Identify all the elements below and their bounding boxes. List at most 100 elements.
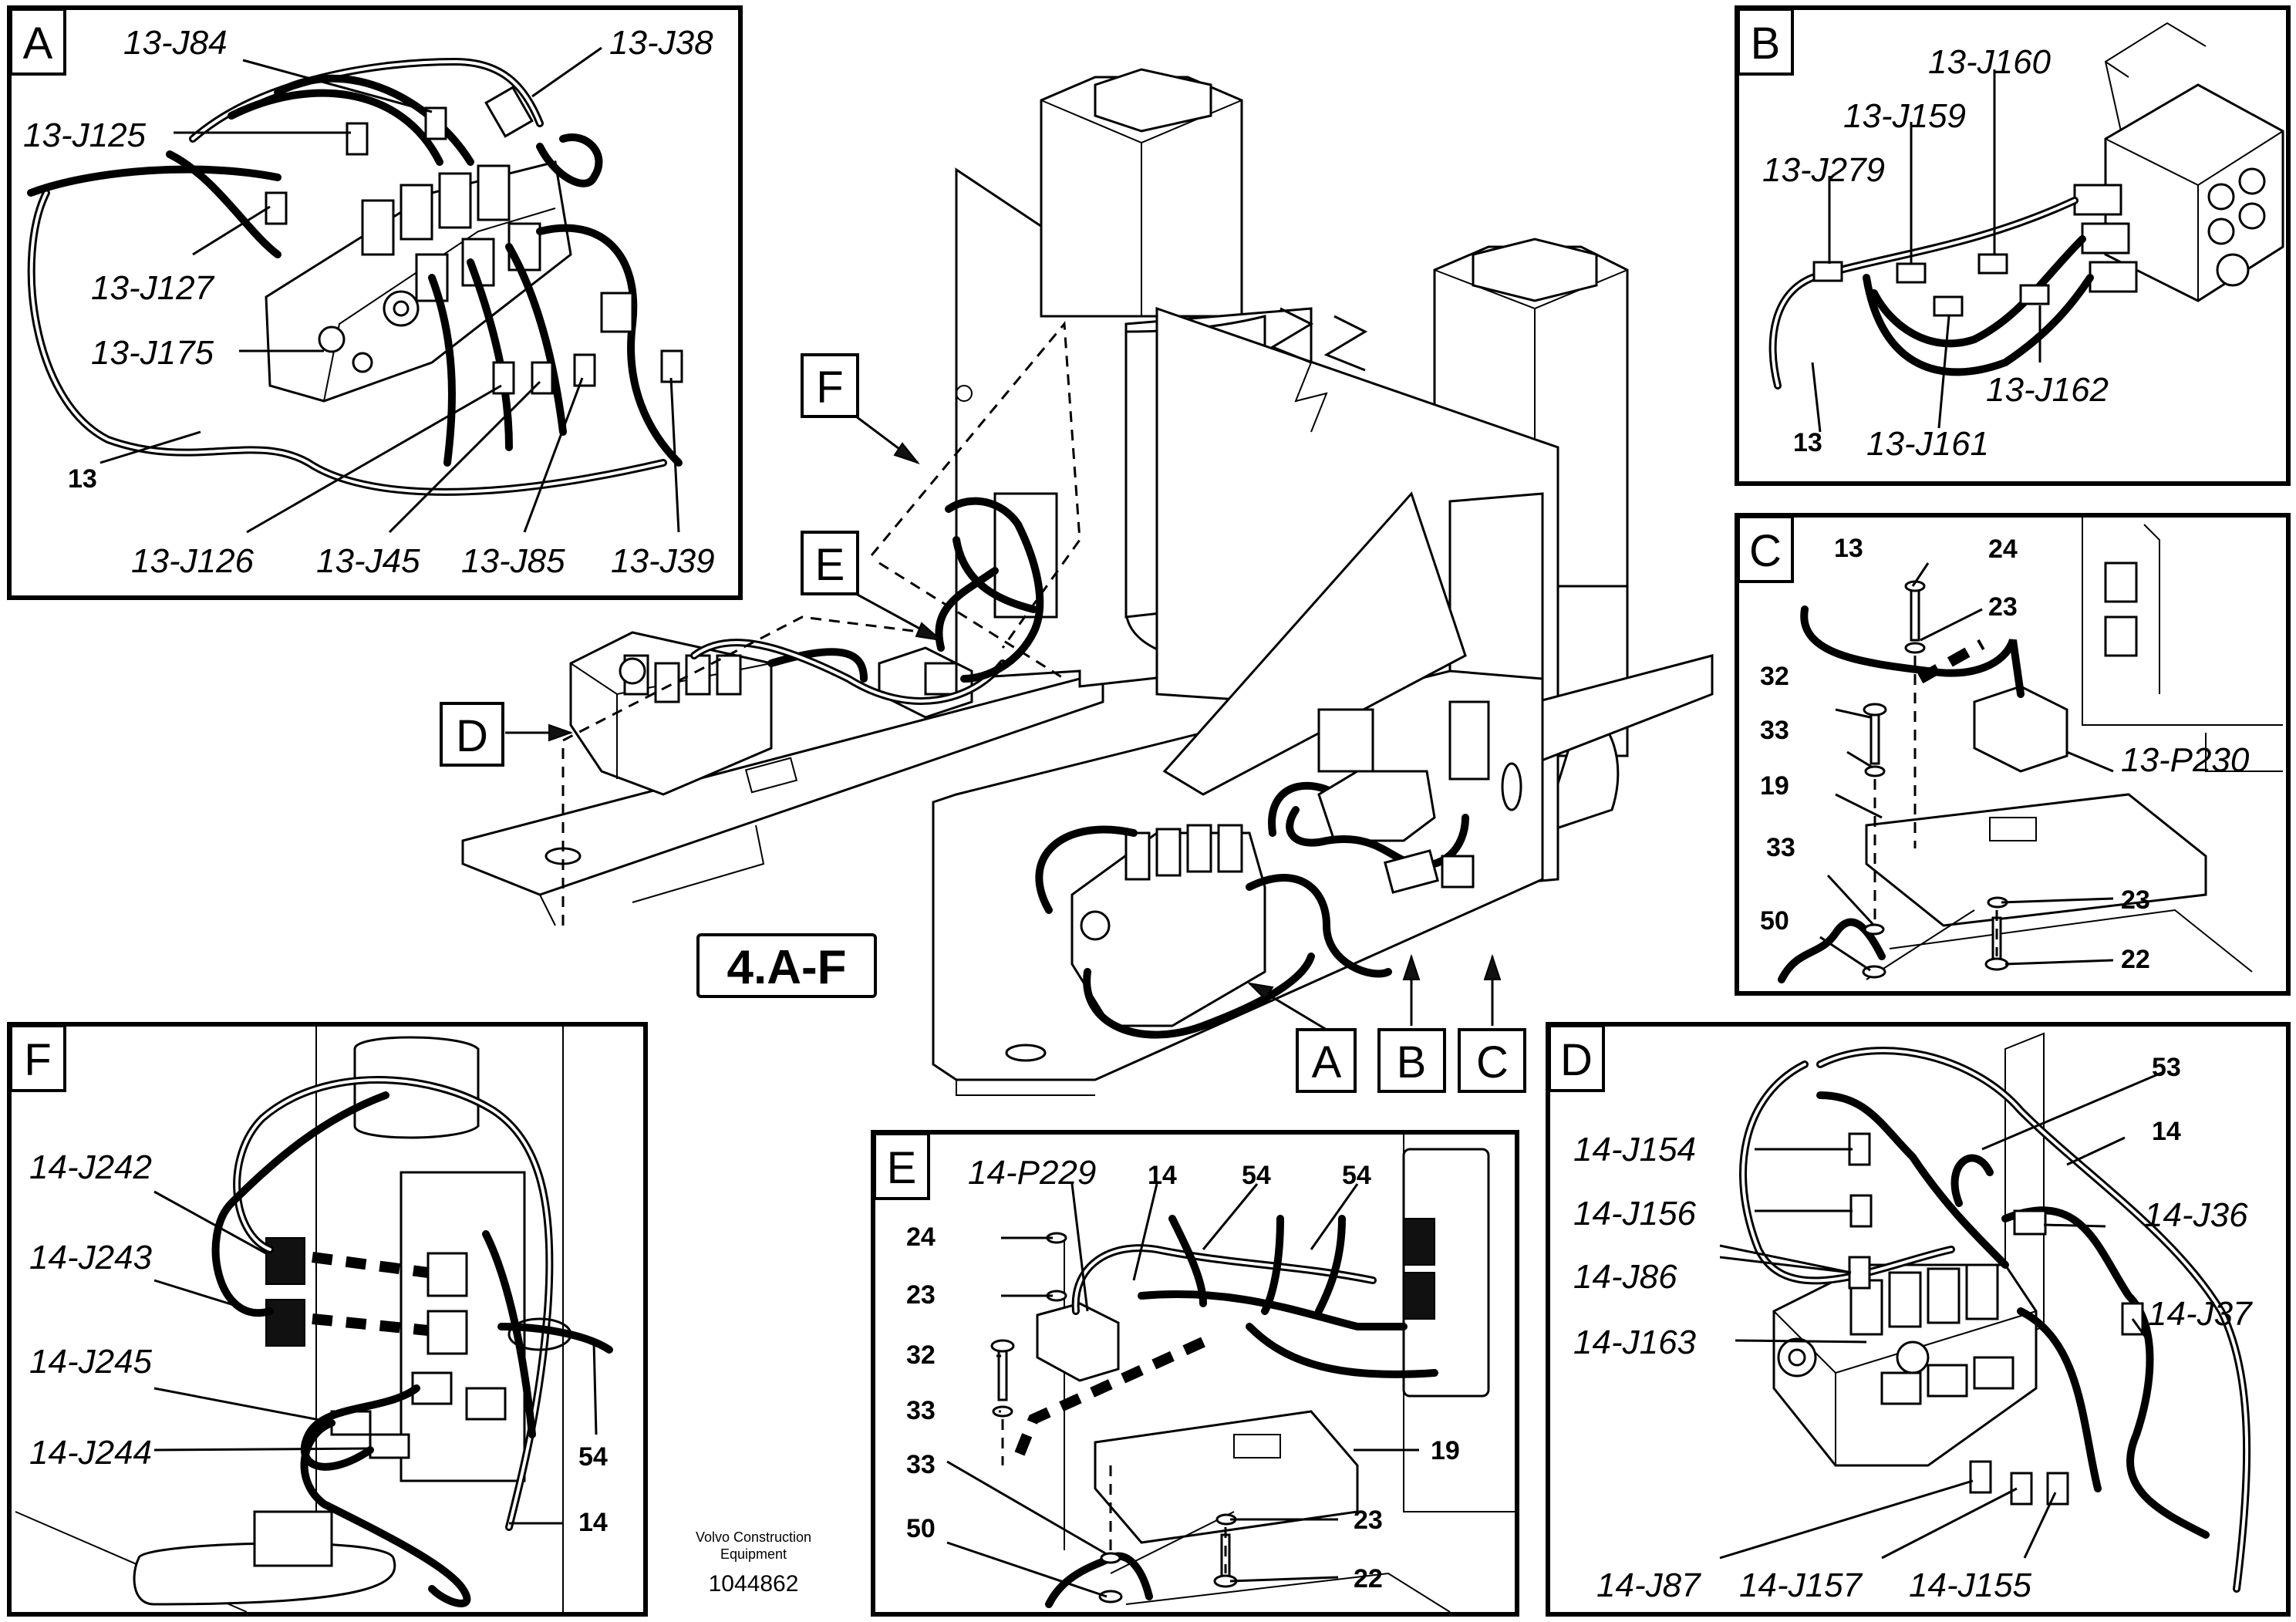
label-23-c: 23 xyxy=(1988,592,2018,622)
detail-c-tag: C xyxy=(1749,526,1782,576)
label-13-j160: 13-J160 xyxy=(1928,43,2052,81)
label-13-j126: 13-J126 xyxy=(131,542,255,580)
drawing-title-box xyxy=(696,933,877,998)
detail-e-tag-box xyxy=(873,1132,930,1200)
callout-box-d xyxy=(440,702,504,767)
label-14-j37: 14-J37 xyxy=(2148,1295,2253,1333)
connector-14-p229 xyxy=(1036,1302,1120,1382)
label-14-f: 14 xyxy=(578,1508,608,1537)
label-33-e-lower: 33 xyxy=(906,1450,936,1479)
label-13-j127: 13-J127 xyxy=(91,269,215,307)
label-32-e: 32 xyxy=(906,1340,936,1370)
main-assembly-view: F E D A B C 4.A-F xyxy=(440,68,1714,1096)
label-22-e: 22 xyxy=(1354,1564,1383,1593)
label-13-j125: 13-J125 xyxy=(23,116,147,154)
label-14-j243: 14-J243 xyxy=(29,1239,153,1276)
label-14-e: 14 xyxy=(1148,1161,1177,1190)
label-19-e: 19 xyxy=(1431,1436,1460,1465)
label-13-j85: 13-J85 xyxy=(461,542,565,580)
label-13-j159: 13-J159 xyxy=(1843,97,1966,135)
label-13-j161: 13-J161 xyxy=(1866,425,1989,463)
label-24-e: 24 xyxy=(906,1222,936,1252)
publisher-line-2: Equipment xyxy=(720,1546,787,1562)
label-33-c-lower: 33 xyxy=(1766,833,1795,862)
callout-box-f xyxy=(801,353,859,418)
label-23-e: 23 xyxy=(906,1280,936,1310)
label-14-p229: 14-P229 xyxy=(968,1154,1096,1192)
callout-b: B xyxy=(1397,1037,1427,1088)
detail-c-tag-box xyxy=(1737,515,1794,583)
label-50-e: 50 xyxy=(906,1514,936,1543)
detail-e-tag: E xyxy=(887,1143,917,1193)
callout-c: C xyxy=(1476,1037,1509,1088)
connector-13-p230 xyxy=(1973,685,2068,773)
label-23-e-lower: 23 xyxy=(1354,1506,1383,1535)
label-50-c: 50 xyxy=(1760,906,1789,936)
drawing-info: Volvo Construction Equipment 1044862 xyxy=(696,1529,811,1597)
detail-a-tag-box xyxy=(9,8,66,76)
label-54-e-second: 54 xyxy=(1342,1161,1371,1190)
detail-d-tag-box xyxy=(1548,1024,1605,1092)
callout-box-a xyxy=(1296,1028,1357,1093)
callout-box-e xyxy=(801,531,859,595)
label-14-j245: 14-J245 xyxy=(29,1343,153,1381)
publisher-line-1: Volvo Construction xyxy=(696,1529,811,1545)
cover-plate-e xyxy=(1094,1410,1359,1544)
label-54-f: 54 xyxy=(578,1442,608,1472)
label-13-j279: 13-J279 xyxy=(1762,151,1885,189)
detail-b-tag-box xyxy=(1737,8,1794,76)
label-13-j45: 13-J45 xyxy=(316,542,420,580)
label-13-j39: 13-J39 xyxy=(611,542,715,580)
label-14-j156: 14-J156 xyxy=(1573,1195,1697,1233)
label-14-j244: 14-J244 xyxy=(29,1434,152,1472)
label-13-j84: 13-J84 xyxy=(123,24,228,62)
detail-d-panel: D xyxy=(1546,1022,2291,1617)
callout-e: E xyxy=(815,540,845,590)
callout-f: F xyxy=(816,363,843,413)
callout-box-c xyxy=(1458,1028,1526,1093)
detail-a-tag: A xyxy=(23,19,53,69)
label-24-c: 24 xyxy=(1988,534,2018,564)
label-32-c: 32 xyxy=(1760,662,1789,691)
label-23-c-lower: 23 xyxy=(2121,885,2150,915)
label-33-e: 33 xyxy=(906,1396,936,1425)
label-22-c: 22 xyxy=(2121,945,2150,974)
detail-c-panel: C 13 24 23 32 3 xyxy=(1735,513,2291,996)
detail-b-tag: B xyxy=(1751,19,1781,69)
label-33-c: 33 xyxy=(1760,716,1789,745)
label-19-c: 19 xyxy=(1760,771,1789,801)
callout-a: A xyxy=(1312,1037,1342,1088)
label-14-j36: 14-J36 xyxy=(2144,1196,2248,1234)
drawing-title: 4.A-F xyxy=(727,941,847,994)
label-14-d: 14 xyxy=(2152,1117,2181,1146)
label-13-j162: 13-J162 xyxy=(1986,371,2109,409)
detail-d-tag: D xyxy=(1560,1035,1593,1085)
label-14-j242: 14-J242 xyxy=(29,1148,152,1186)
label-54-e: 54 xyxy=(1242,1161,1271,1190)
valve-block-b xyxy=(2104,83,2284,302)
label-14-j87: 14-J87 xyxy=(1596,1566,1701,1604)
label-14-j86: 14-J86 xyxy=(1573,1258,1677,1296)
label-13-j38: 13-J38 xyxy=(609,24,713,62)
detail-e-panel: E xyxy=(871,1130,1519,1617)
callout-d: D xyxy=(456,711,488,761)
label-13-p230: 13-P230 xyxy=(2121,741,2250,779)
label-14-j163: 14-J163 xyxy=(1573,1324,1697,1361)
callout-box-b xyxy=(1377,1028,1446,1093)
label-13-c: 13 xyxy=(1834,534,1863,563)
label-14-j157: 14-J157 xyxy=(1739,1566,1863,1604)
detail-b-panel: B 13-J160 13-J159 13-J279 13-J162 13 xyxy=(1735,5,2291,486)
detail-a-panel: A xyxy=(7,5,743,600)
detail-f-tag: F xyxy=(24,1035,51,1085)
label-14-j155: 14-J155 xyxy=(1909,1566,2032,1604)
label-13-b: 13 xyxy=(1793,428,1822,457)
detail-f-panel: F 14-J242 14-J243 14-J245 14-J244 54 14 xyxy=(7,1022,648,1617)
detail-f-tag-box xyxy=(9,1024,66,1092)
cover-plate-c xyxy=(1865,793,2207,927)
label-13: 13 xyxy=(68,464,97,494)
drawing-number: 1044862 xyxy=(709,1571,799,1597)
label-53-d: 53 xyxy=(2152,1053,2181,1082)
label-14-j154: 14-J154 xyxy=(1573,1131,1696,1168)
label-13-j175: 13-J175 xyxy=(91,334,214,372)
